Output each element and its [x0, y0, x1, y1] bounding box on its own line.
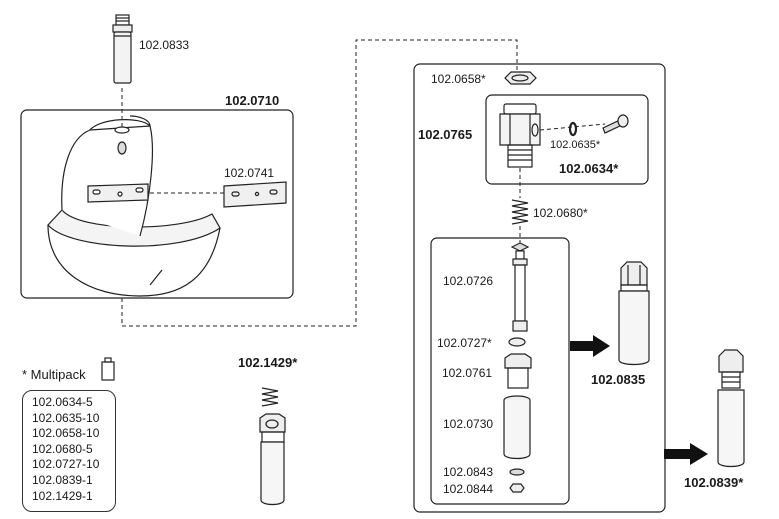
label-0765: 102.0765 — [418, 127, 473, 142]
valve-pin — [510, 242, 530, 332]
multipack-item: 102.1429-1 — [32, 488, 93, 503]
label-0658: 102.0658* — [431, 72, 486, 86]
multipack-item: 102.0839-1 — [32, 472, 93, 487]
label-0839: 102.0839* — [684, 475, 744, 490]
spring-part — [511, 199, 529, 225]
nut-part — [504, 71, 537, 85]
valve-parts-frame — [430, 237, 570, 505]
label-0730: 102.0730 — [443, 417, 494, 431]
multipack-item: 102.0658-10 — [32, 426, 100, 441]
label-0835: 102.0835 — [591, 372, 646, 387]
label-0710: 102.0710 — [225, 93, 280, 108]
valve-body — [499, 103, 541, 168]
multipack-list: 102.0634-5 102.0635-10 102.0658-10 102.0… — [22, 390, 116, 512]
kit-spring — [261, 387, 279, 407]
mounting-plate — [223, 181, 287, 208]
washer-part — [509, 468, 525, 476]
multipack-item: 102.0634-5 — [32, 395, 93, 409]
multipack-title: * Multipack — [22, 367, 86, 382]
drinking-bowl — [47, 115, 221, 297]
valve-assembly-frame — [413, 63, 666, 513]
label-0761: 102.0761 — [442, 366, 493, 380]
assembled-valve-0839 — [717, 349, 745, 468]
valve-sleeve — [503, 395, 531, 460]
assembled-valve-0835 — [618, 261, 650, 366]
label-1429: 102.1429* — [238, 355, 298, 370]
connection-lines — [121, 39, 606, 327]
multipack-item: 102.0727-10 — [32, 457, 100, 472]
label-0635: 102.0635* — [550, 139, 601, 151]
arrow-icon — [570, 335, 610, 357]
screw-part — [602, 114, 629, 134]
bowl-frame — [20, 109, 294, 299]
arrow-icon — [664, 443, 708, 465]
label-0726: 102.0726 — [443, 274, 494, 288]
valve-body-frame — [485, 94, 649, 185]
label-0634: 102.0634* — [559, 161, 619, 176]
label-0833: 102.0833 — [139, 38, 190, 52]
label-0680: 102.0680* — [533, 206, 588, 220]
multipack-item: 102.0680-5 — [32, 441, 93, 456]
label-0844: 102.0844 — [443, 482, 494, 496]
seal-ring — [508, 337, 526, 347]
o-ring — [568, 121, 578, 137]
multipack-box-icon — [101, 357, 115, 381]
guide-bush — [504, 353, 532, 389]
small-nut-part — [509, 483, 525, 493]
label-0843: 102.0843 — [443, 465, 494, 479]
nipple-part — [112, 14, 133, 84]
label-0741: 102.0741 — [224, 166, 275, 180]
kit-valve-1429 — [259, 413, 286, 506]
label-0727: 102.0727* — [437, 336, 492, 350]
multipack-item: 102.0635-10 — [32, 410, 100, 425]
